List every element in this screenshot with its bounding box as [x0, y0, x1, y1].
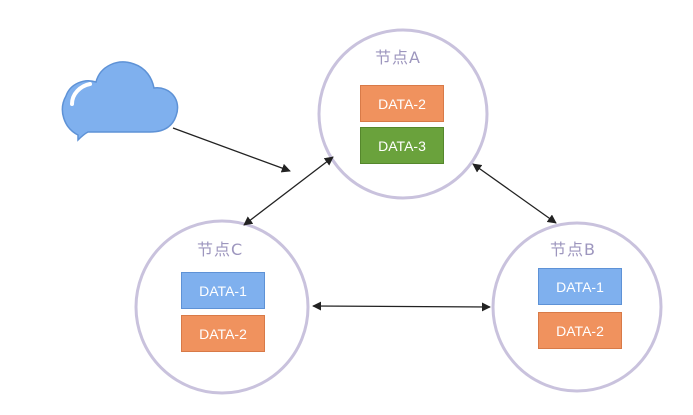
link-c-b-arrow	[312, 301, 491, 312]
cloud-to-node-a-arrow	[172, 127, 291, 173]
cloud-icon	[61, 61, 179, 142]
node-a-title: 节点A	[375, 48, 421, 67]
node-a-block-data-3: DATA-3	[360, 127, 444, 164]
node-c-circle	[134, 219, 310, 395]
link-a-c-arrow	[243, 156, 334, 226]
node-c-title: 节点C	[197, 240, 244, 259]
link-a-b-arrow	[472, 163, 557, 224]
node-a-block-data-2: DATA-2	[360, 85, 444, 122]
node-a-circle	[317, 28, 489, 200]
node-b-block-data-2: DATA-2	[538, 312, 622, 349]
node-b-circle	[491, 221, 663, 393]
node-b-title: 节点B	[550, 240, 596, 259]
node-c-block-data-2: DATA-2	[181, 315, 265, 352]
node-b-block-data-1: DATA-1	[538, 268, 622, 305]
node-c-block-data-1: DATA-1	[181, 272, 265, 309]
